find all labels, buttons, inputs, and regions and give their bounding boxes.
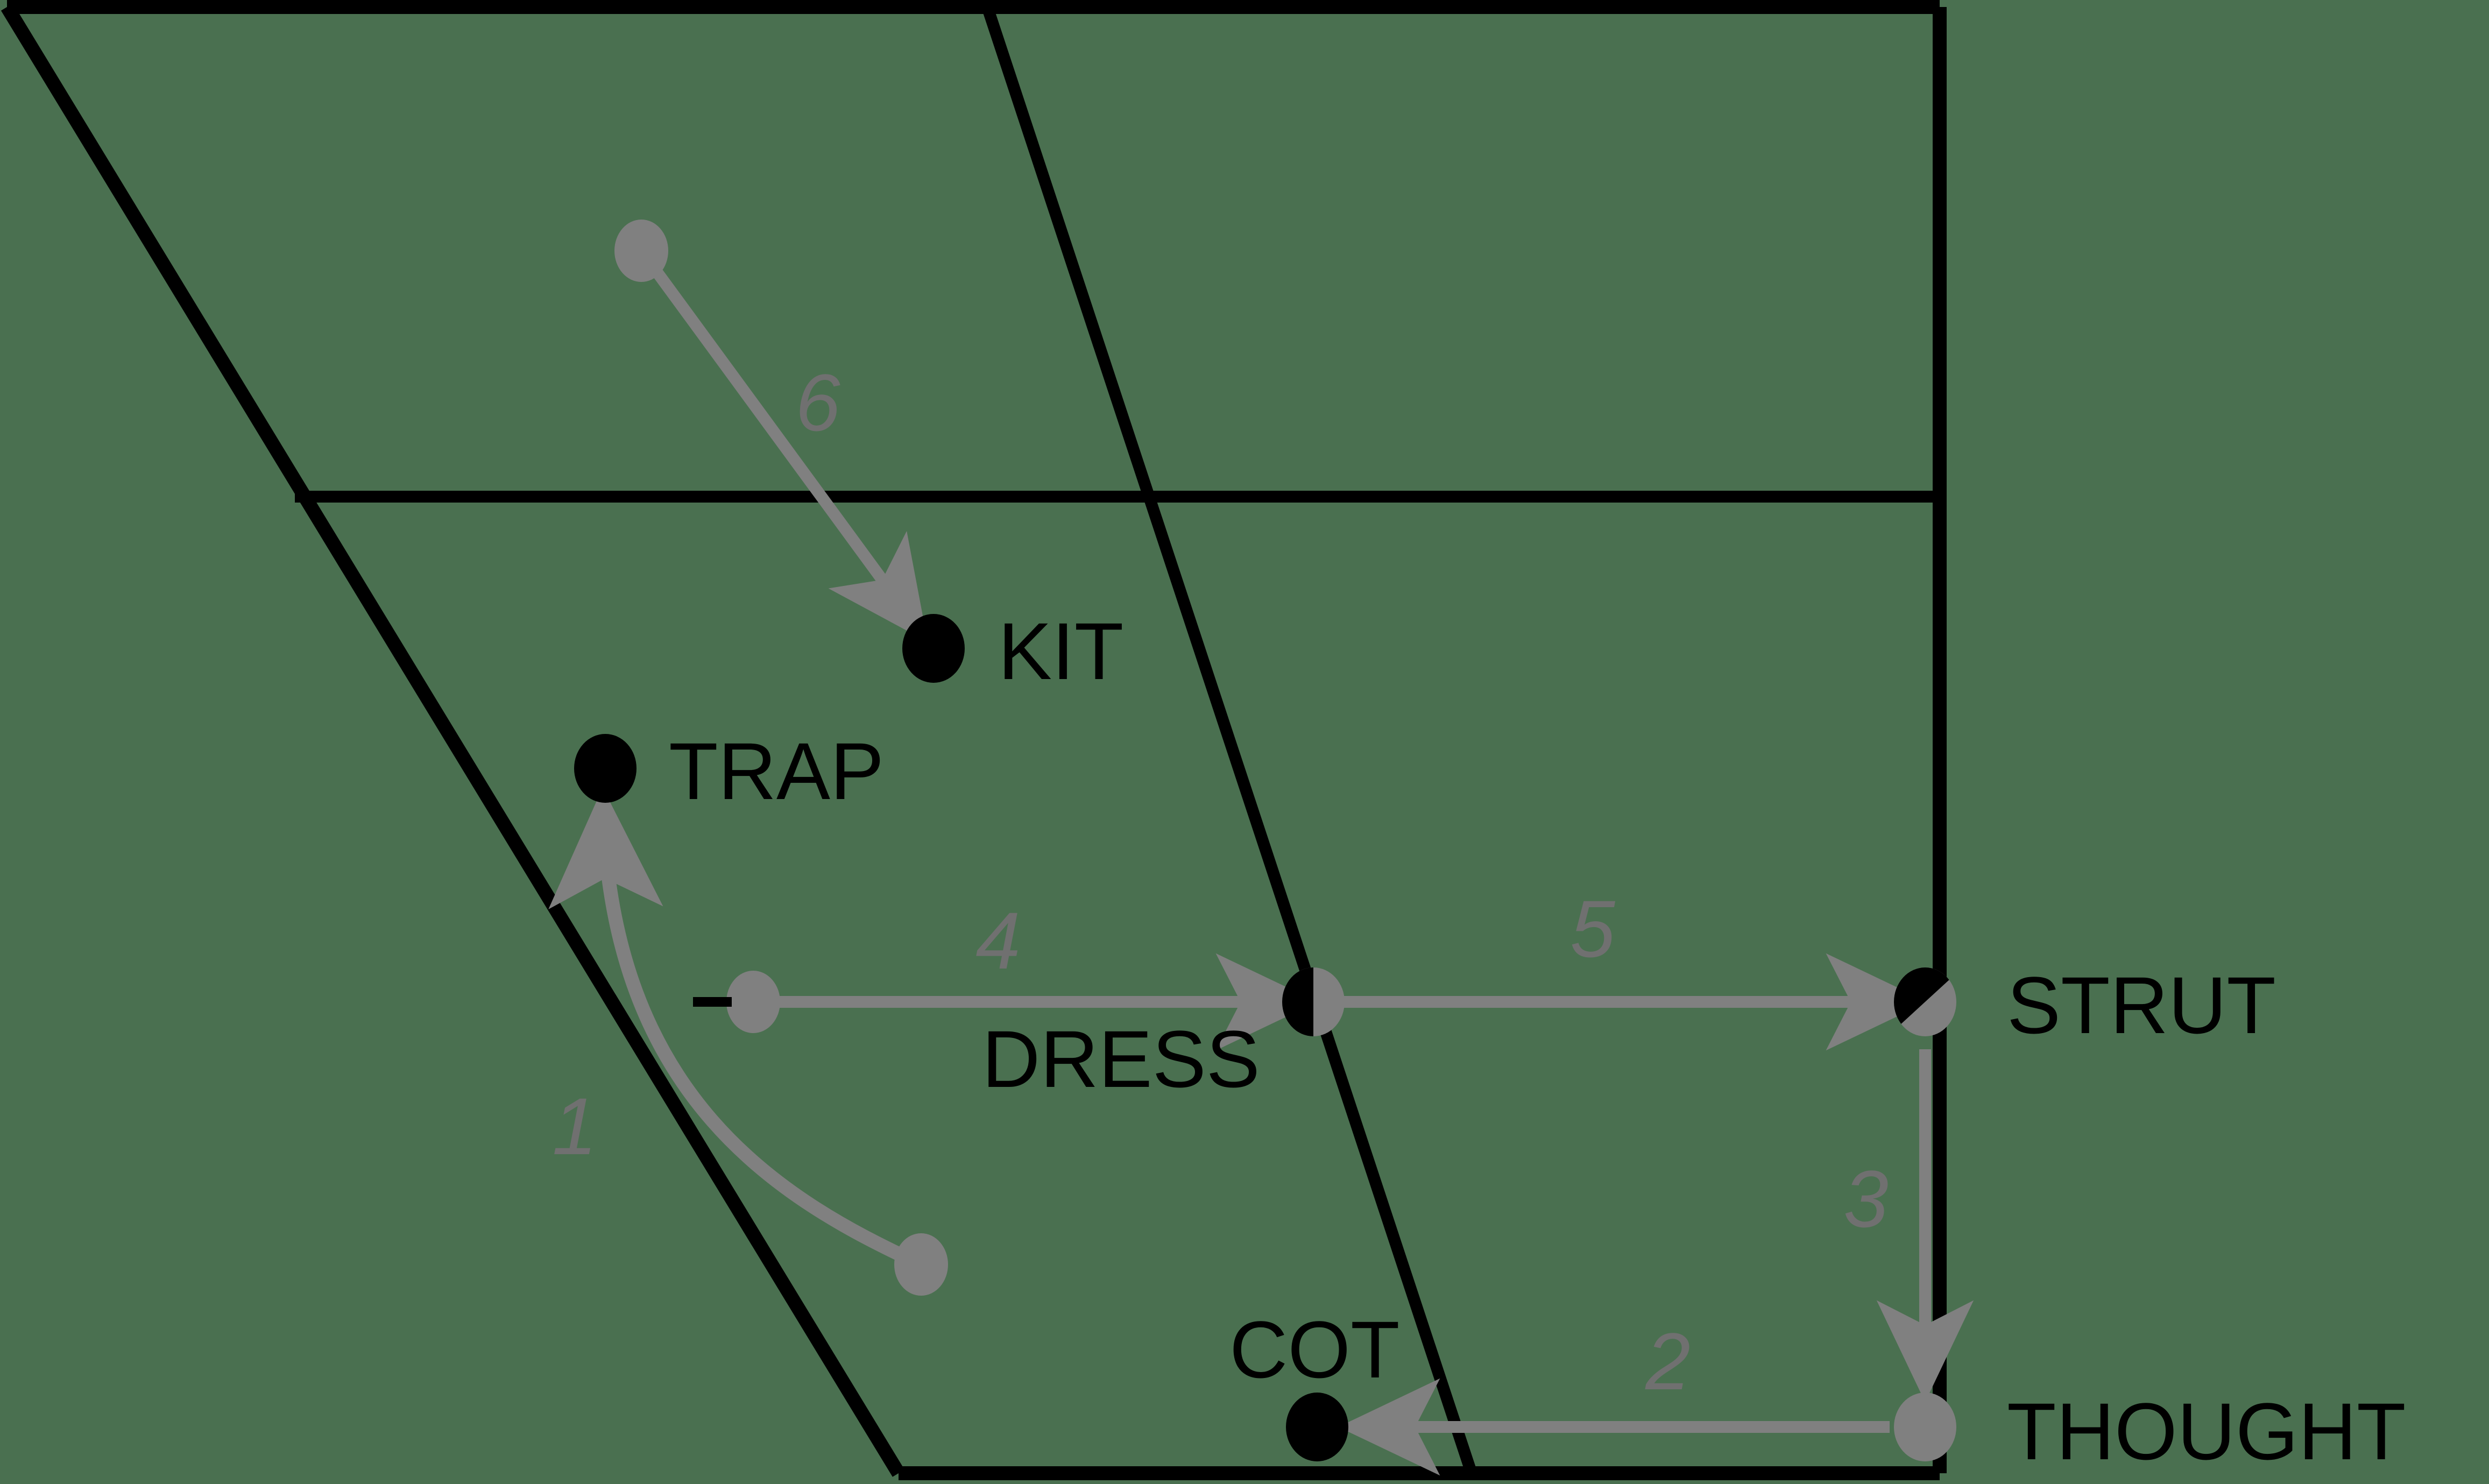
vowel-marker-strut[interactable] (1894, 967, 1956, 1036)
shift-arrow-1 (548, 787, 924, 1271)
origin-dot-1 (894, 1233, 948, 1296)
vowel-label-trap: TRAP (669, 726, 884, 816)
shift-number-4: 4 (975, 895, 1020, 986)
origin-dot-4 (726, 971, 780, 1033)
vowel-marker-dress[interactable] (1282, 967, 1345, 1036)
shift-arrows (548, 247, 1974, 1476)
vowel-markers (574, 614, 1956, 1484)
shift-number-6: 6 (795, 357, 840, 448)
quad-inner-diagonal (981, 5, 1477, 1475)
vowel-marker-trap[interactable] (574, 734, 637, 803)
shift-number-2: 2 (1645, 1316, 1690, 1407)
vowel-label-kit: KIT (998, 606, 1123, 696)
shift-number-5: 5 (1570, 884, 1615, 974)
quad-left-edge (1, 3, 905, 1477)
vowel-label-dress: DRESS (982, 1014, 1260, 1104)
vowel-label-strut: STRUT (2007, 960, 2276, 1050)
vowel-labels: KIT TRAP DRESS COT STRUT THOUGHT (669, 606, 2406, 1476)
vowel-quadrilateral-frame (1, 0, 1947, 1480)
shift-number-1: 1 (552, 1081, 597, 1171)
origin-dot-6 (614, 220, 668, 282)
vowel-marker-kit[interactable] (902, 614, 965, 683)
shift-number-labels: 1 2 3 4 5 6 (552, 357, 1888, 1407)
shift-number-3: 3 (1843, 1154, 1888, 1244)
vowel-marker-thought[interactable] (1894, 1393, 1956, 1484)
shift-arrow-6 (637, 247, 928, 642)
origin-points (614, 220, 948, 1296)
vowel-label-cot: COT (1229, 1304, 1400, 1395)
vowel-label-thought: THOUGHT (2007, 1386, 2406, 1476)
vowel-marker-cot[interactable] (1286, 1393, 1348, 1461)
